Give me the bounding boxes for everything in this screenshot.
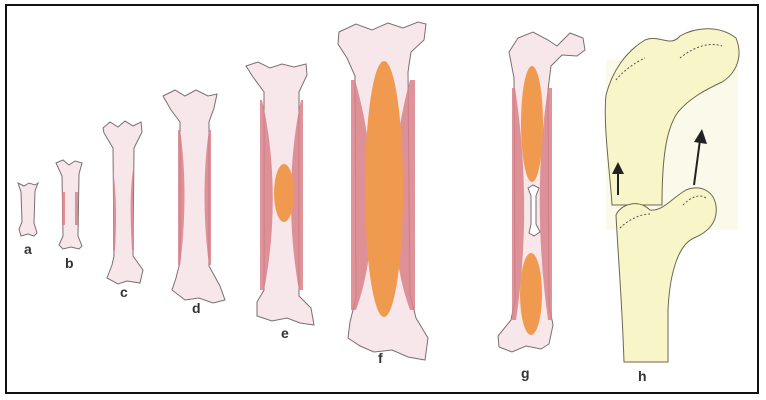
bone-g-marrow-upper [521, 66, 543, 182]
bone-e-marrow-cavity [274, 164, 294, 222]
bone-b-cortex-right [75, 192, 78, 225]
bone-a [18, 183, 38, 236]
bone-b [56, 160, 82, 249]
bone-f-marrow-cavity [365, 61, 403, 317]
bone-b-cortex-left [62, 192, 65, 225]
label-b: b [65, 255, 74, 271]
bone-c [103, 121, 143, 284]
bone-e [246, 62, 314, 325]
label-g: g [521, 365, 530, 381]
bone-c-shape [103, 121, 143, 284]
bone-d-shape [163, 90, 225, 303]
bone-f [338, 22, 428, 360]
bone-g [498, 32, 585, 352]
label-f: f [378, 350, 383, 366]
label-d: d [192, 300, 201, 316]
bone-d [163, 90, 225, 303]
bone-h [605, 29, 739, 362]
bone-h-lower-femur [616, 188, 716, 362]
bone-b-shape [56, 160, 82, 249]
label-a: a [24, 241, 32, 257]
label-c: c [120, 284, 128, 300]
bone-g-marrow-lower [520, 253, 542, 335]
label-e: e [281, 325, 289, 341]
label-h: h [638, 368, 647, 384]
bone-a-shape [18, 183, 38, 236]
